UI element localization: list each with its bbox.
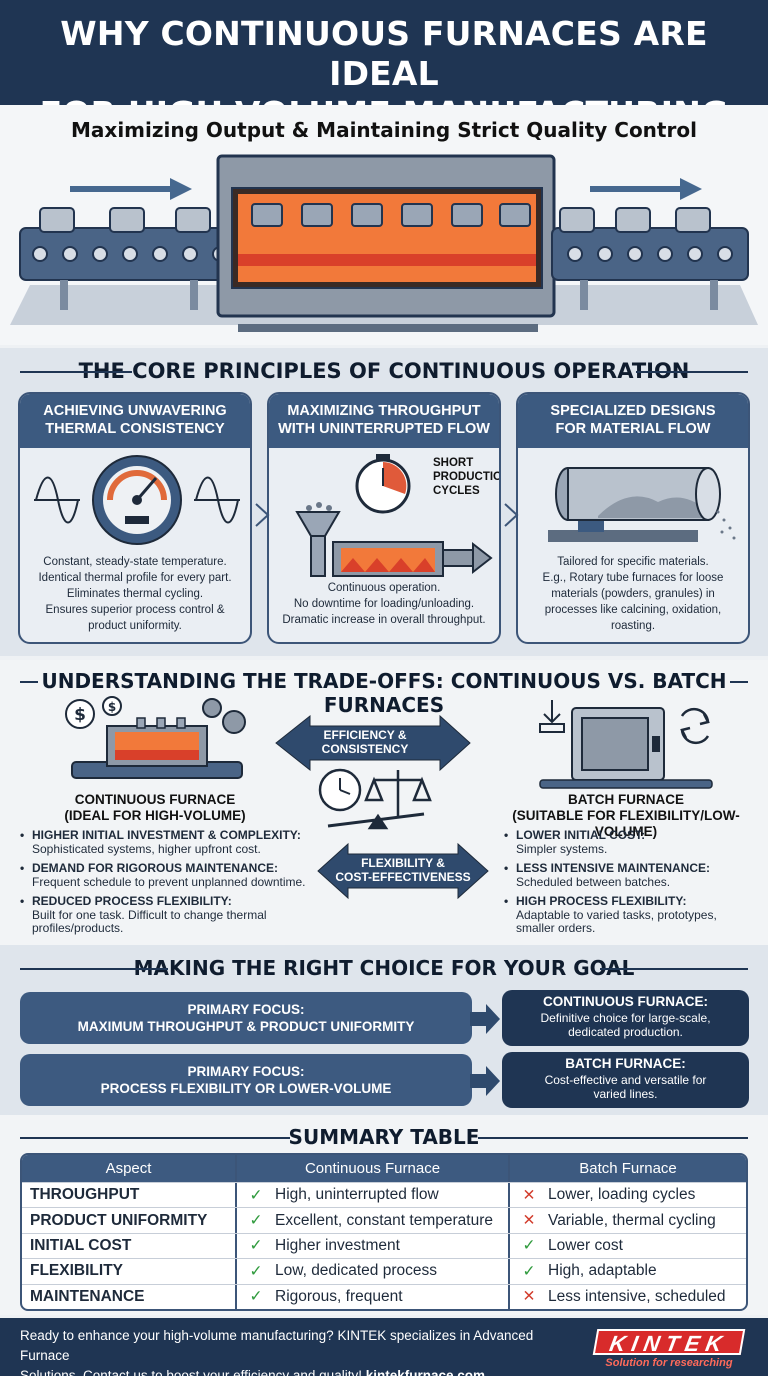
batch-cell: ✕Variable, thermal cycling bbox=[508, 1208, 746, 1233]
aspect-cell: MAINTENANCE bbox=[30, 1287, 145, 1305]
table-header-row: Aspect Continuous Furnace Batch Furnace bbox=[22, 1155, 746, 1182]
list-item: HIGHER INITIAL INVESTMENT & COMPLEXITY:S… bbox=[20, 828, 326, 856]
right-arrow-icon bbox=[504, 503, 519, 527]
rotary-tube-furnace-icon bbox=[548, 467, 736, 542]
batch-cell: ✕Less intensive, scheduled bbox=[508, 1284, 746, 1309]
cross-icon: ✕ bbox=[522, 1288, 536, 1306]
tradeoffs-title: UNDERSTANDING THE TRADE-OFFS: CONTINUOUS… bbox=[0, 669, 768, 717]
list-item: HIGH PROCESS FLEXIBILITY:Adaptable to va… bbox=[504, 894, 744, 936]
check-icon: ✓ bbox=[522, 1262, 536, 1280]
short-cycles-callout: SHORTPRODUCTIONCYCLES bbox=[433, 457, 499, 497]
card-body: Continuous operation. No downtime for lo… bbox=[282, 582, 486, 626]
clock-icon bbox=[318, 768, 362, 812]
efficiency-label: EFFICIENCY &CONSISTENCY bbox=[321, 728, 409, 756]
continuous-furnace-title: CONTINUOUS FURNACE(IDEAL FOR HIGH-VOLUME… bbox=[64, 792, 246, 823]
summary-table: Aspect Continuous Furnace Batch Furnace … bbox=[20, 1153, 748, 1311]
svg-text:$: $ bbox=[108, 700, 116, 714]
continuous-cell: ✓Rigorous, frequent bbox=[235, 1284, 508, 1309]
list-item: LOWER INITIAL COST:Simpler systems. bbox=[504, 828, 744, 856]
svg-text:$: $ bbox=[74, 705, 86, 725]
batch-oven-icon bbox=[571, 707, 665, 781]
flexibility-label: FLEXIBILITY &COST-EFFECTIVENESS bbox=[335, 856, 471, 884]
gear-icon bbox=[202, 698, 246, 734]
column-header: Batch Furnace bbox=[508, 1155, 746, 1182]
aspect-cell: THROUGHPUT bbox=[30, 1186, 140, 1204]
kintek-logo: KINTEK Solution for researching bbox=[587, 1327, 751, 1369]
right-arrow-icon bbox=[470, 1066, 500, 1096]
table-row: PRODUCT UNIFORMITY ✓Excellent, constant t… bbox=[22, 1207, 746, 1233]
choice-title: MAKING THE RIGHT CHOICE FOR YOUR GOAL bbox=[0, 956, 768, 980]
table-body: THROUGHPUT ✓High, uninterrupted flow✕Lowe… bbox=[22, 1182, 746, 1309]
check-icon: ✓ bbox=[249, 1262, 263, 1280]
check-icon: ✓ bbox=[249, 1237, 263, 1255]
table-row: FLEXIBILITY ✓Low, dedicated process✓High,… bbox=[22, 1258, 746, 1284]
website-link[interactable]: kintekfurnace.com bbox=[365, 1368, 485, 1376]
aspect-cell: PRODUCT UNIFORMITY bbox=[30, 1211, 208, 1229]
principles-title: THE CORE PRINCIPLES OF CONTINUOUS OPERAT… bbox=[0, 359, 768, 383]
page-subtitle: Maximizing Output & Maintaining Strict Q… bbox=[71, 118, 697, 142]
stopwatch-icon bbox=[355, 454, 411, 514]
focus-flexibility: PRIMARY FOCUS:PROCESS FLEXIBILITY OR LOW… bbox=[20, 1054, 472, 1106]
continuous-tradeoff-list: HIGHER INITIAL INVESTMENT & COMPLEXITY:S… bbox=[20, 828, 326, 942]
check-icon: ✓ bbox=[249, 1186, 263, 1204]
table-row: MAINTENANCE ✓Rigorous, frequent✕Less inte… bbox=[22, 1283, 746, 1309]
continuous-cell: ✓Higher investment bbox=[235, 1233, 508, 1259]
title-line-1: WHY CONTINUOUS FURNACES ARE IDEAL bbox=[60, 14, 708, 93]
list-item: DEMAND FOR RIGOROUS MAINTENANCE:Frequent… bbox=[20, 861, 326, 889]
down-arrow-icon bbox=[539, 700, 565, 733]
flexibility-arrow bbox=[317, 842, 489, 900]
check-icon: ✓ bbox=[522, 1237, 536, 1255]
result-batch: BATCH FURNACE: Cost-effective and versat… bbox=[502, 1052, 749, 1108]
sine-wave-icon bbox=[194, 476, 240, 524]
hopper-icon bbox=[295, 502, 341, 577]
right-arrow-icon bbox=[70, 178, 192, 200]
footer-cta: Ready to enhance your high-volume manufa… bbox=[20, 1326, 580, 1376]
result-continuous: CONTINUOUS FURNACE: Definitive choice fo… bbox=[502, 990, 749, 1046]
batch-cell: ✓High, adaptable bbox=[508, 1259, 746, 1284]
temperature-gauge-icon bbox=[92, 455, 182, 545]
table-row: INITIAL COST ✓Higher investment✓Lower cos… bbox=[22, 1232, 746, 1259]
cycle-arrows-icon bbox=[680, 707, 710, 745]
dollar-coin-icon: $ bbox=[102, 696, 122, 716]
aspect-cell: FLEXIBILITY bbox=[30, 1262, 123, 1280]
sine-wave-icon bbox=[34, 476, 80, 524]
check-icon: ✓ bbox=[249, 1212, 263, 1230]
cross-icon: ✕ bbox=[522, 1212, 536, 1230]
batch-tradeoff-list: LOWER INITIAL COST:Simpler systems. LESS… bbox=[504, 828, 744, 942]
efficiency-arrow bbox=[275, 714, 471, 772]
card-body: Tailored for specific materials. E.g., R… bbox=[542, 556, 724, 632]
continuous-cell: ✓High, uninterrupted flow bbox=[235, 1183, 508, 1208]
batch-cell: ✓Lower cost bbox=[508, 1233, 746, 1259]
check-icon: ✓ bbox=[249, 1288, 263, 1306]
right-arrow-icon bbox=[255, 503, 270, 527]
furnace-conveyor-icon bbox=[10, 154, 758, 332]
continuous-cell: ✓Low, dedicated process bbox=[235, 1259, 508, 1284]
right-arrow-icon bbox=[470, 1004, 500, 1034]
focus-throughput: PRIMARY FOCUS:MAXIMUM THROUGHPUT & PRODU… bbox=[20, 992, 472, 1044]
aspect-cell: INITIAL COST bbox=[30, 1236, 132, 1254]
table-row: THROUGHPUT ✓High, uninterrupted flow✕Lowe… bbox=[22, 1182, 746, 1208]
column-header: Continuous Furnace bbox=[235, 1155, 508, 1182]
right-arrow-icon bbox=[590, 178, 702, 200]
summary-title: SUMMARY TABLE bbox=[0, 1125, 768, 1149]
column-header: Aspect bbox=[105, 1160, 152, 1177]
card-body: Constant, steady-state temperature. Iden… bbox=[38, 556, 232, 632]
cross-icon: ✕ bbox=[522, 1186, 536, 1204]
footer: Ready to enhance your high-volume manufa… bbox=[0, 1318, 768, 1376]
batch-cell: ✕Lower, loading cycles bbox=[508, 1183, 746, 1208]
scale-icon bbox=[327, 770, 432, 830]
header-banner: WHY CONTINUOUS FURNACES ARE IDEAL FOR HI… bbox=[0, 0, 768, 133]
right-arrow-icon bbox=[442, 541, 493, 575]
list-item: REDUCED PROCESS FLEXIBILITY:Built for on… bbox=[20, 894, 326, 936]
list-item: LESS INTENSIVE MAINTENANCE:Scheduled bet… bbox=[504, 861, 744, 889]
dollar-coin-icon: $ bbox=[65, 699, 95, 729]
continuous-cell: ✓Excellent, constant temperature bbox=[235, 1208, 508, 1233]
